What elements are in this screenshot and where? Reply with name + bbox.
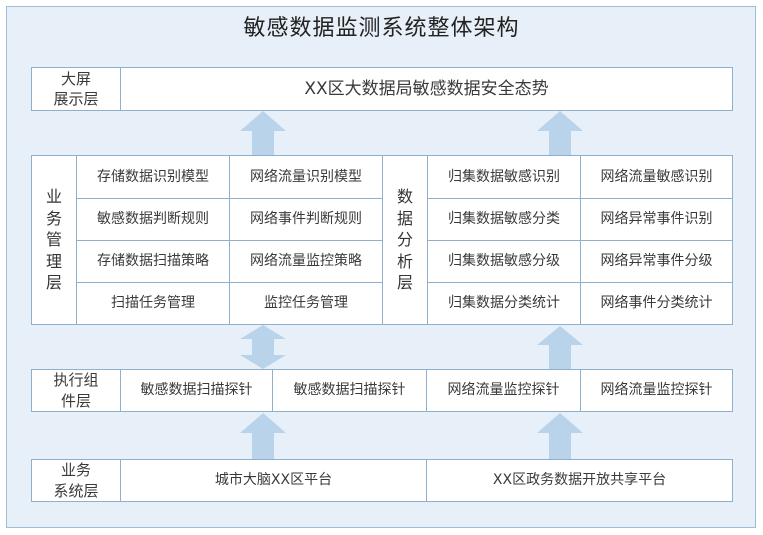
label-char: 分: [396, 230, 413, 250]
divider: [428, 198, 732, 199]
bm-cell: 存储数据识别模型: [97, 168, 209, 185]
execution-layer-label: 执行组 件层: [53, 371, 99, 410]
execution-cell: 敏感数据扫描探针: [293, 382, 406, 399]
data-analysis-layer: 数 据 分 析 层 归集数据敏感识别 网络流量敏感识别 归集数据敏感分类 网络异…: [382, 155, 733, 325]
label-char: 管: [45, 230, 62, 250]
divider: [580, 370, 581, 411]
bm-cell: 网络流量监控策略: [250, 253, 362, 270]
bm-cell: 监控任务管理: [264, 295, 348, 312]
diagram-title: 敏感数据监测系统整体架构: [243, 16, 520, 41]
execution-cell: 网络流量监控探针: [447, 382, 560, 399]
business-system-label: 业务 系统层: [53, 461, 99, 500]
divider: [77, 240, 382, 241]
da-cell: 归集数据分类统计: [448, 295, 560, 312]
execution-cell: 敏感数据扫描探针: [140, 382, 253, 399]
up-arrow-left-top: [240, 111, 286, 156]
data-analysis-label: 数 据 分 析 层: [383, 156, 427, 324]
divider: [426, 460, 427, 501]
business-system-layer: 业务 系统层 城市大脑XX区平台 XX区政务数据开放共享平台: [31, 459, 733, 502]
display-layer: 大屏 展示层 XX区大数据局敏感数据安全态势: [31, 67, 733, 111]
label-char: 数: [396, 187, 413, 207]
business-system-cell: 城市大脑XX区平台: [214, 472, 333, 489]
display-layer-label: 大屏 展示层: [53, 69, 99, 108]
label-char: 据: [396, 208, 413, 228]
da-cell: 归集数据敏感分类: [448, 211, 560, 228]
label-char: 析: [396, 251, 413, 271]
display-layer-content: XX区大数据局敏感数据安全态势: [304, 78, 549, 99]
up-arrow-right-bottom: [537, 413, 583, 459]
execution-layer: 执行组 件层 敏感数据扫描探针 敏感数据扫描探针 网络流量监控探针 网络流量监控…: [31, 369, 733, 412]
divider: [428, 240, 732, 241]
divider: [77, 198, 382, 199]
da-cell: 归集数据敏感分级: [448, 253, 560, 270]
business-system-cell: XX区政务数据开放共享平台: [492, 472, 667, 489]
bm-cell: 网络事件判断规则: [250, 211, 362, 228]
bm-cell: 敏感数据判断规则: [97, 211, 209, 228]
up-arrow-right-top: [537, 111, 583, 156]
bm-cell: 存储数据扫描策略: [97, 253, 209, 270]
divider: [120, 370, 121, 411]
divider: [426, 370, 427, 411]
divider: [428, 282, 732, 283]
da-cell: 网络流量敏感识别: [600, 168, 713, 185]
divider: [272, 370, 273, 411]
divider: [427, 156, 428, 324]
label-char: 理: [45, 251, 62, 271]
divider: [76, 156, 77, 324]
bm-cell: 扫描任务管理: [111, 295, 195, 312]
da-cell: 网络异常事件分级: [600, 253, 713, 270]
bm-cell: 网络流量识别模型: [250, 168, 362, 185]
divider: [120, 460, 121, 501]
da-cell: 网络异常事件识别: [600, 211, 713, 228]
label-char: 业: [45, 187, 62, 207]
divider: [77, 282, 382, 283]
business-management-layer: 业 务 管 理 层 存储数据识别模型 网络流量识别模型 敏感数据判断规则 网络事…: [31, 155, 383, 325]
da-cell: 归集数据敏感识别: [448, 168, 560, 185]
label-char: 层: [396, 273, 413, 293]
da-cell: 网络事件分类统计: [600, 295, 713, 312]
up-arrow-right-mid: [537, 326, 583, 369]
double-arrow-left-mid: [240, 325, 286, 369]
business-management-label: 业 务 管 理 层: [32, 156, 76, 324]
label-char: 层: [45, 273, 62, 293]
up-arrow-left-bottom: [240, 413, 286, 459]
divider: [120, 68, 121, 110]
label-char: 务: [45, 208, 62, 228]
execution-cell: 网络流量监控探针: [600, 382, 713, 399]
